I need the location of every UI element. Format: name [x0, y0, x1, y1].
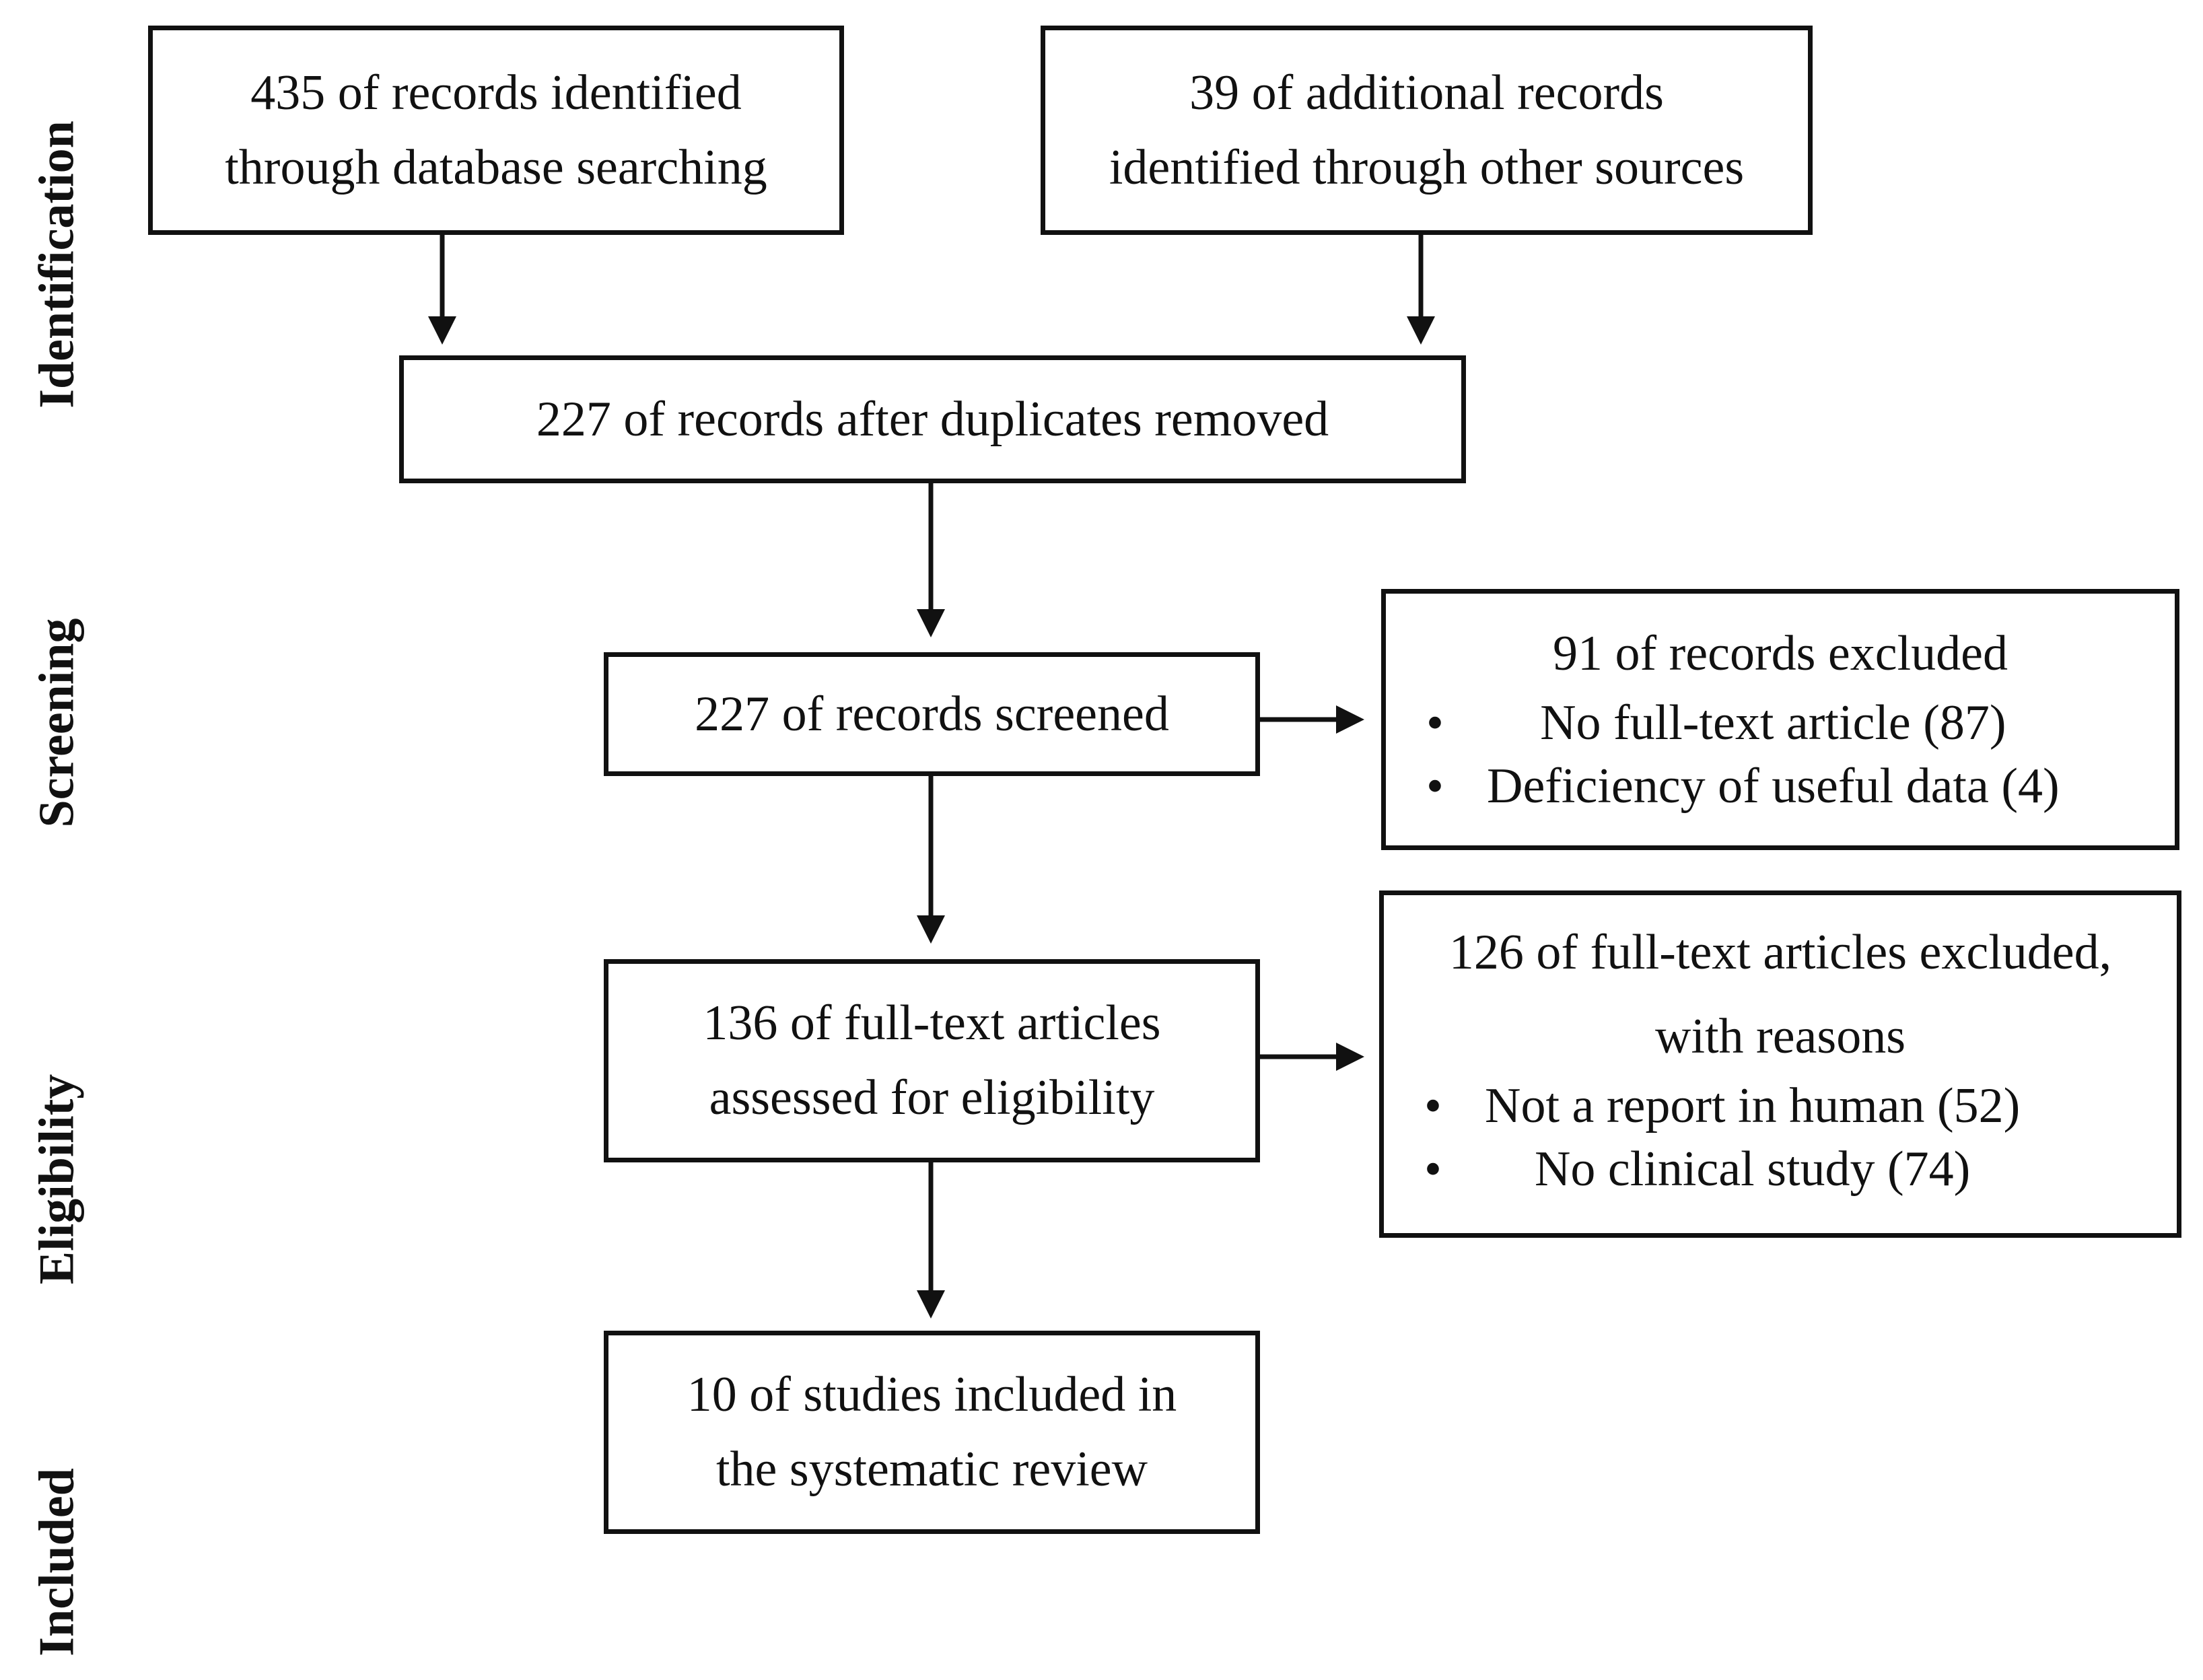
stage-label-eligibility: Eligibility [29, 1074, 85, 1285]
reason-text: No clinical study (74) [1534, 1142, 1971, 1197]
full-text-excluded-reasons: • Not a report in human (52) • No clinical… [1411, 1074, 2020, 1201]
bullet-icon: • [1424, 1078, 1442, 1133]
reason-text: No full-text article (87) [1540, 695, 2006, 750]
studies-included-line1: 10 of studies included in [687, 1367, 1177, 1422]
duplicates-removed-text: 227 of records after duplicates removed [536, 391, 1329, 447]
stage-label-included: Included [29, 1468, 85, 1656]
records-database-line2: through database searching [225, 139, 767, 195]
full-text-excluded-heading: 126 of full-text articles excluded, [1448, 925, 2112, 980]
records-excluded-reasons: • No full-text article (87) • Deficiency o… [1413, 691, 2060, 818]
bullet-icon: • [1424, 1142, 1442, 1197]
list-item: • No clinical study (74) [1411, 1138, 2020, 1201]
records-other-sources-line2: identified through other sources [1109, 139, 1745, 195]
records-excluded-box: 91 of records excluded • No full-text art… [1381, 589, 2179, 850]
reason-text: Not a report in human (52) [1485, 1078, 2021, 1133]
stage-label-identification: Identification [29, 120, 85, 409]
studies-included-line2: the systematic review [715, 1442, 1148, 1497]
bullet-icon: • [1426, 759, 1444, 814]
reason-text: Deficiency of useful data (4) [1487, 759, 2060, 814]
list-item: • No full-text article (87) [1413, 691, 2060, 755]
list-item: • Not a report in human (52) [1411, 1074, 2020, 1138]
full-text-assessed-line1: 136 of full-text articles [703, 995, 1161, 1051]
records-other-sources-line1: 39 of additional records [1189, 65, 1664, 120]
records-database-box: 435 of records identified through databa… [148, 26, 844, 235]
full-text-excluded-heading2: with reasons [1655, 1009, 1905, 1064]
records-other-sources-box: 39 of additional records identified thro… [1041, 26, 1813, 235]
duplicates-removed-box: 227 of records after duplicates removed [399, 355, 1466, 483]
records-database-line1: 435 of records identified [250, 65, 742, 120]
full-text-assessed-line2: assessed for eligibility [709, 1070, 1155, 1125]
stage-label-screening: Screening [29, 618, 85, 828]
full-text-excluded-box: 126 of full-text articles excluded, with… [1379, 890, 2181, 1238]
bullet-icon: • [1426, 695, 1444, 750]
records-screened-box: 227 of records screened [604, 652, 1260, 776]
studies-included-box: 10 of studies included in the systematic… [604, 1331, 1260, 1534]
list-item: • Deficiency of useful data (4) [1413, 755, 2060, 818]
records-screened-text: 227 of records screened [695, 686, 1169, 742]
full-text-assessed-box: 136 of full-text articles assessed for e… [604, 959, 1260, 1162]
records-excluded-heading: 91 of records excluded [1552, 626, 2008, 681]
